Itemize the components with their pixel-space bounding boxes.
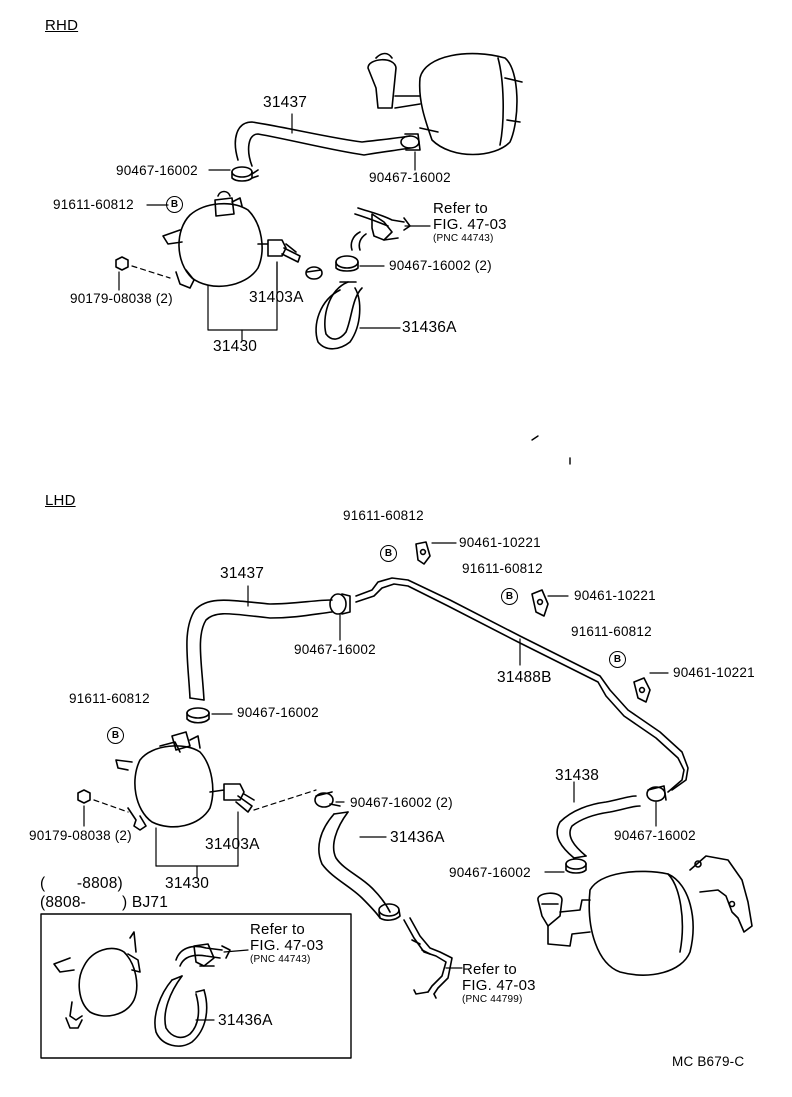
- lhd-label-clamp-right: 90467-16002: [614, 828, 696, 843]
- lhd-label-91611-a: 91611-60812: [343, 508, 424, 523]
- rhd-label-31430: 31430: [213, 338, 258, 355]
- lhd-date-range-1: ( -8808): [40, 875, 123, 892]
- rhd-nut: [115, 256, 171, 291]
- lhd-bolt-marker-a: B: [380, 545, 397, 562]
- lhd-refer-fitting-bottom: [403, 917, 463, 999]
- lhd-bolt-marker-c: B: [609, 651, 626, 668]
- lhd-label-91611-b: 91611-60812: [462, 561, 543, 576]
- lhd-clamp-under: [544, 858, 587, 874]
- rhd-hose-31437: [234, 113, 421, 167]
- lhd-bracket-c: [633, 672, 669, 703]
- rhd-label-31437: 31437: [263, 94, 308, 111]
- rhd-fig-link[interactable]: FIG. 47-03: [433, 216, 507, 234]
- lhd-clamp-left: [186, 707, 233, 724]
- lhd-brake-booster: [537, 855, 753, 976]
- lhd-label-31437: 31437: [220, 565, 265, 582]
- lhd-label-91611-left: 91611-60812: [69, 691, 150, 706]
- lhd-clamp-top: [329, 593, 351, 641]
- section-label-lhd: LHD: [45, 492, 76, 509]
- footer-code: MC B679-C: [672, 1054, 745, 1069]
- lhd-label-clamp-left: 90467-16002: [237, 705, 319, 720]
- lhd-label-31436a: 31436A: [390, 829, 445, 846]
- lhd-bracket-a: [415, 541, 457, 565]
- lhd-label-90461-b: 90461-10221: [574, 588, 656, 603]
- lhd-check-valve-31403a: [235, 789, 317, 867]
- lhd-nut: [77, 789, 129, 827]
- section-label-rhd: RHD: [45, 17, 79, 34]
- lhd-date-range-2: (8808- ) BJ71: [40, 894, 169, 911]
- rhd-label-31436a: 31436A: [402, 319, 457, 336]
- lhd-fig-link-2[interactable]: FIG. 47-03: [462, 977, 536, 995]
- rhd-pnc: (PNC 44743): [433, 233, 494, 245]
- inset-refer-to: Refer to: [250, 921, 305, 938]
- rhd-vacuum-tank-31430: [162, 190, 297, 289]
- rhd-label-91611: 91611-60812: [53, 197, 134, 212]
- inset-fig-link[interactable]: FIG. 47-03: [250, 937, 324, 955]
- rhd-brake-booster: [367, 52, 523, 156]
- rhd-refer-to: Refer to: [433, 200, 488, 217]
- inset-pnc: (PNC 44743): [250, 954, 311, 966]
- lhd-hose-31436a: [318, 811, 391, 919]
- rhd-label-90179: 90179-08038 (2): [70, 291, 173, 306]
- lhd-label-90461-c: 90461-10221: [673, 665, 755, 680]
- rhd-check-valve-31403a: [281, 247, 301, 263]
- lhd-label-clamp-bottom: 90467-16002: [449, 865, 531, 880]
- lhd-clamp-bottom: [378, 903, 401, 921]
- inset-hose-31436a: [154, 975, 215, 1047]
- lhd-bolt-marker-b: B: [501, 588, 518, 605]
- lhd-label-31430: 31430: [165, 875, 210, 892]
- lhd-label-31438: 31438: [555, 767, 600, 784]
- rhd-clamp-pair: [335, 255, 385, 272]
- inset-refer-note: Refer to FIG. 47-03 (PNC 44743): [250, 921, 324, 966]
- rhd-label-clamp-right: 90467-16002: [369, 170, 451, 185]
- lhd-bolt-marker-left: B: [107, 727, 124, 744]
- lhd-hose-31437: [186, 585, 333, 701]
- rhd-label-clamp-pair: 90467-16002 (2): [389, 258, 492, 273]
- lhd-label-clamp-pair: 90467-16002 (2): [350, 795, 453, 810]
- lhd-pnc-2: (PNC 44799): [462, 994, 523, 1006]
- lhd-clamp-pair: [314, 791, 345, 808]
- inset-box: [40, 913, 352, 1059]
- rhd-refer-note: Refer to FIG. 47-03 (PNC 44743): [433, 200, 507, 245]
- lhd-pipe-31488b: [355, 577, 689, 793]
- rhd-refer-fitting: [350, 207, 431, 251]
- lhd-hose-31438: [556, 781, 641, 859]
- lhd-label-90179: 90179-08038 (2): [29, 828, 132, 843]
- rhd-bolt-marker: B: [166, 196, 183, 213]
- inset-refer-fitting: [175, 943, 249, 967]
- lhd-label-91611-c: 91611-60812: [571, 624, 652, 639]
- lhd-bracket-b: [531, 589, 569, 617]
- lhd-clamp-right: [646, 785, 667, 827]
- lhd-refer-to-2: Refer to: [462, 961, 517, 978]
- rhd-label-31403a: 31403A: [249, 289, 304, 306]
- lhd-label-31488b: 31488B: [497, 669, 552, 686]
- rhd-clamp-valve: [305, 266, 323, 280]
- lhd-label-clamp-top: 90467-16002: [294, 642, 376, 657]
- lhd-label-31403a: 31403A: [205, 836, 260, 853]
- lhd-label-90461-a: 90461-10221: [459, 535, 541, 550]
- rhd-clamp-left: [208, 166, 259, 182]
- lhd-vacuum-tank-31430: [115, 731, 255, 879]
- inset-vacuum-tank: [53, 931, 141, 1029]
- rhd-hose-31436a: [315, 281, 401, 350]
- rhd-label-clamp-left: 90467-16002: [116, 163, 198, 178]
- lhd-refer-note-bottom: Refer to FIG. 47-03 (PNC 44799): [462, 961, 536, 1006]
- inset-label-31436a: 31436A: [218, 1012, 273, 1029]
